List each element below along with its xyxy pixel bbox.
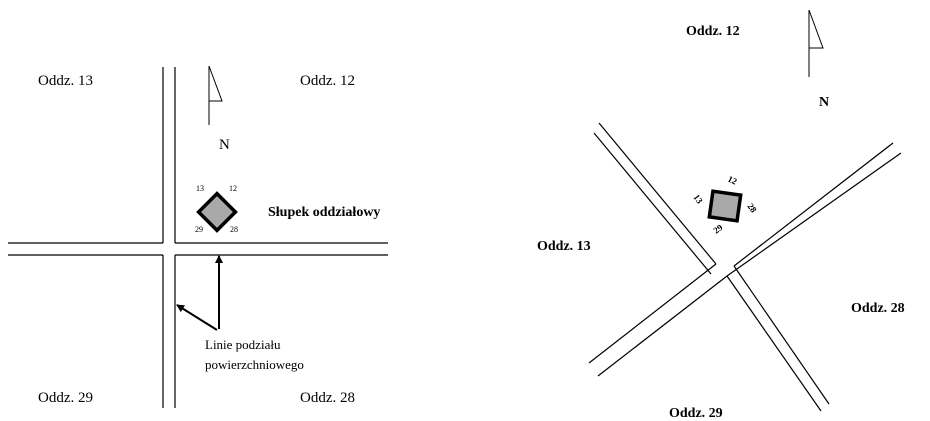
left-boundary-post: 13 12 29 28 xyxy=(195,184,238,234)
right-compartment-13: Oddz. 13 xyxy=(537,239,591,254)
right-road-line-a2 xyxy=(593,132,712,275)
right-road-line-b4 xyxy=(726,152,902,277)
left-post-number-13: 13 xyxy=(196,184,204,193)
left-post-number-28: 28 xyxy=(230,225,238,234)
right-compartment-12: Oddz. 12 xyxy=(686,24,740,39)
right-road-line-a1 xyxy=(598,122,717,265)
left-pointer-arrows xyxy=(176,255,223,331)
left-post-label: Słupek oddziałowy xyxy=(268,205,380,220)
division-lines-label-line2: powierzchniowego xyxy=(205,357,304,372)
division-lines-label-line1: Linie podziału xyxy=(205,337,281,352)
right-road-line-a3 xyxy=(733,265,830,405)
right-north-label: N xyxy=(819,95,829,110)
right-post-number-29: 29 xyxy=(711,222,725,236)
right-post-number-12: 12 xyxy=(726,174,739,187)
left-diagram: Oddz. 13 Oddz. 12 Oddz. 29 Oddz. 28 N 13… xyxy=(8,65,388,408)
right-post-square xyxy=(707,189,743,223)
pointer-arrow-left xyxy=(176,304,218,331)
left-north-arrow-icon xyxy=(208,65,223,125)
left-compartment-13: Oddz. 13 xyxy=(38,73,93,89)
right-diagram: Oddz. 12 Oddz. 13 Oddz. 28 Oddz. 29 N 12… xyxy=(537,9,905,421)
right-road-line-a4 xyxy=(726,275,822,412)
left-compartment-12: Oddz. 12 xyxy=(300,73,355,89)
right-north-arrow-icon xyxy=(808,9,824,77)
left-north-label: N xyxy=(219,137,230,153)
left-post-number-12: 12 xyxy=(229,184,237,193)
left-compartment-29: Oddz. 29 xyxy=(38,390,93,406)
right-road-line-b2 xyxy=(597,275,728,377)
right-post-number-13: 13 xyxy=(691,192,705,206)
right-road-line-b1 xyxy=(588,263,717,364)
left-post-number-29: 29 xyxy=(195,225,203,234)
right-road-line-b3 xyxy=(733,142,894,267)
right-compartment-28: Oddz. 28 xyxy=(851,301,905,316)
right-boundary-post: 12 13 28 29 xyxy=(691,174,759,236)
left-post-square xyxy=(196,191,238,233)
left-compartment-28: Oddz. 28 xyxy=(300,390,355,406)
right-post-number-28: 28 xyxy=(745,201,759,215)
right-compartment-29: Oddz. 29 xyxy=(669,406,723,421)
